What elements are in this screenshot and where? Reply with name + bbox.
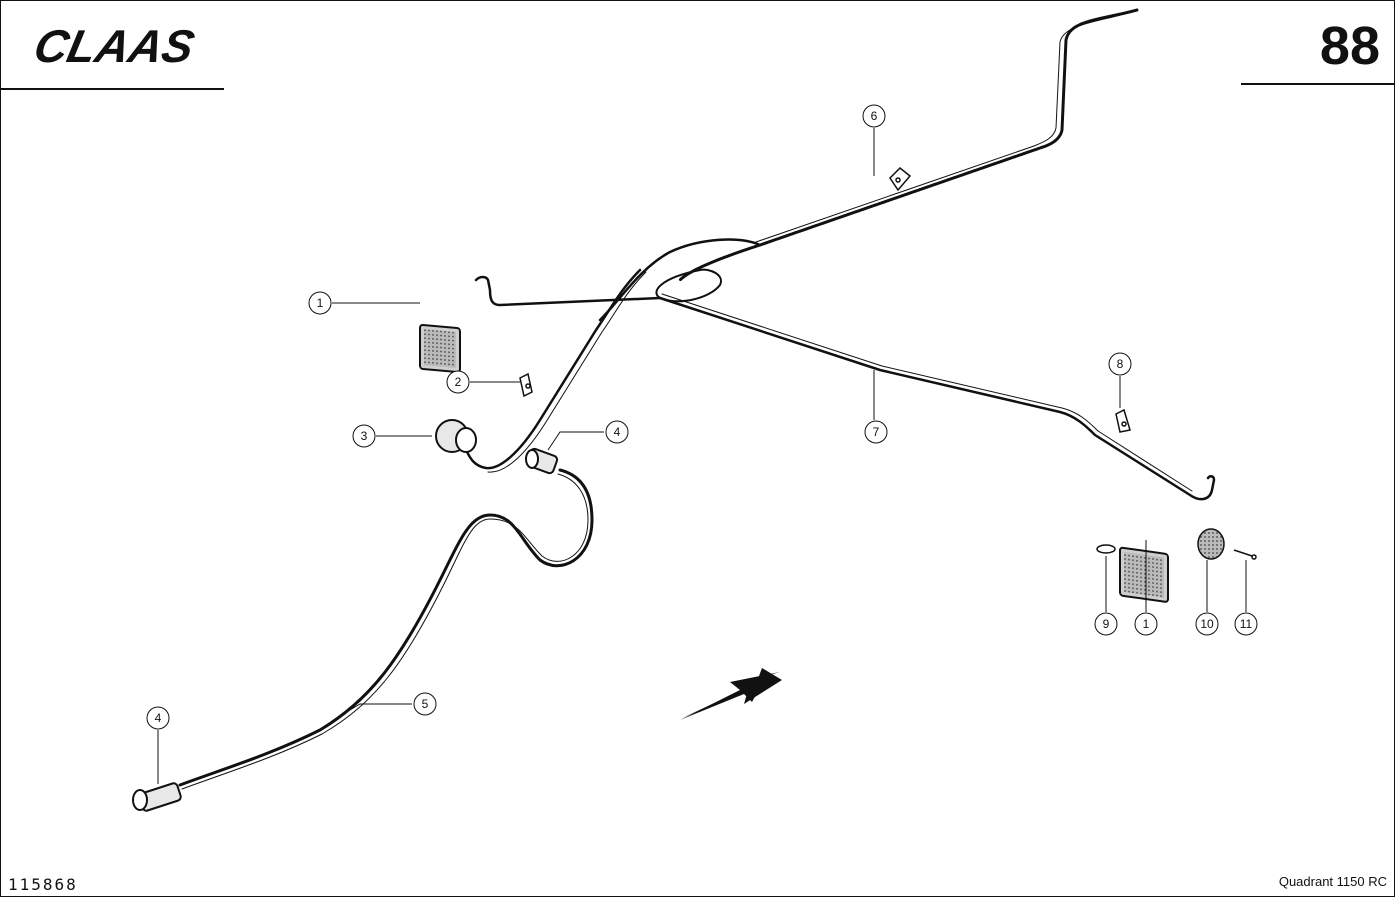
leader-lines [157, 128, 1247, 784]
harness-branch-right-light-inner [661, 293, 1193, 492]
cable-clip-6-icon [889, 166, 912, 192]
callout-6: 6 [862, 104, 886, 128]
callout-11: 11 [1234, 612, 1258, 636]
callout-1-left: 1 [308, 291, 332, 315]
claas-logo: CLAAS [30, 24, 199, 68]
header-rule-right [1241, 83, 1395, 85]
harness-junction-loop [655, 268, 722, 303]
callout-label: 4 [614, 425, 621, 439]
drawing-number: 115868 [8, 875, 78, 894]
callout-3: 3 [352, 424, 376, 448]
tail-light-right-icon [1119, 546, 1169, 603]
seal-ring-icon [1096, 544, 1116, 554]
cable-clip-2-icon [519, 372, 533, 398]
logo-text: CLAAS [30, 24, 199, 68]
callout-label: 6 [871, 109, 878, 123]
pin-icon [1233, 549, 1257, 560]
callout-7: 7 [864, 420, 888, 444]
harness-branch-socket-inner [487, 271, 647, 473]
plug-socket-icon [435, 419, 477, 453]
model-name: Quadrant 1150 RC [1278, 874, 1387, 889]
lens-cover-icon [1197, 528, 1225, 560]
driving-direction-arrow-body [682, 668, 782, 718]
callout-4-upper: 4 [605, 420, 629, 444]
cable-clip-8-icon [1115, 408, 1131, 433]
callout-1-right: 1 [1134, 612, 1158, 636]
callout-label: 10 [1200, 617, 1214, 631]
callout-2: 2 [446, 370, 470, 394]
callout-label: 5 [422, 697, 429, 711]
wiring-harness-main [678, 8, 1139, 282]
tail-light-left-icon [419, 323, 461, 373]
harness-branch-right-light [658, 296, 1216, 501]
callout-9: 9 [1094, 612, 1118, 636]
callout-label: 8 [1117, 357, 1124, 371]
page-number: 88 [1319, 16, 1380, 76]
plug-connector-upper-icon [525, 447, 559, 475]
callout-label: 4 [155, 711, 162, 725]
callout-label: 3 [361, 429, 368, 443]
plug-connector-lower-icon [132, 782, 182, 812]
callout-label: 11 [1240, 617, 1253, 631]
harness-branch-left-light [474, 275, 662, 307]
cable-harness-5-inner [181, 473, 589, 790]
cable-harness-5 [178, 468, 594, 787]
wiring-harness-main-inner [755, 11, 1133, 243]
header-rule-left [0, 88, 224, 90]
callout-label: 1 [317, 296, 324, 310]
callout-label: 9 [1103, 617, 1110, 631]
callout-label: 1 [1143, 617, 1150, 631]
callout-8: 8 [1108, 352, 1132, 376]
callout-label: 7 [873, 425, 880, 439]
callout-4-lower: 4 [146, 706, 170, 730]
callout-5: 5 [413, 692, 437, 716]
callout-label: 2 [455, 375, 462, 389]
harness-branch-socket [464, 268, 642, 470]
callout-10: 10 [1195, 612, 1219, 636]
